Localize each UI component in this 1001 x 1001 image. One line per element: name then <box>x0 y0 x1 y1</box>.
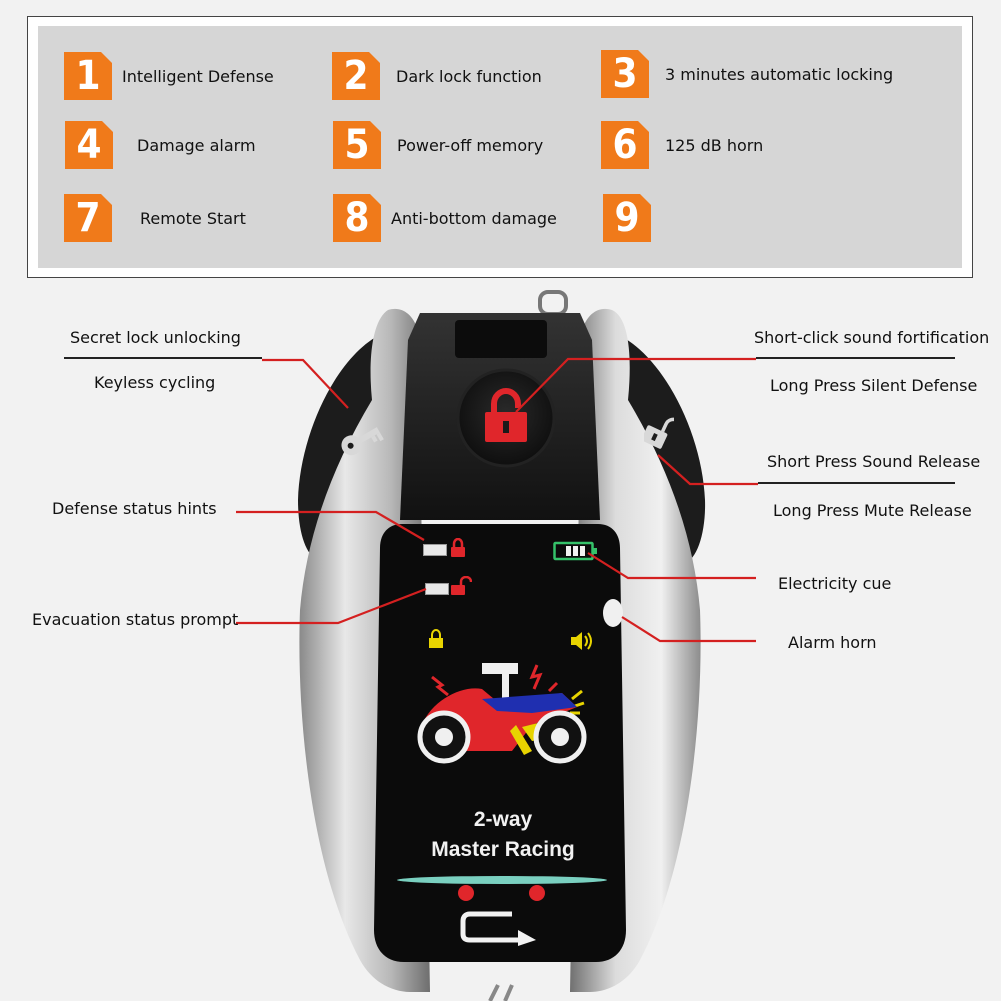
evacuation-status-indicator <box>425 583 449 595</box>
red-indicator-dot <box>529 885 545 901</box>
callout-keyless-cycling: Keyless cycling <box>94 373 216 392</box>
callout-divider <box>64 357 262 359</box>
feature-label: Remote Start <box>140 208 246 228</box>
feature-label: Anti-bottom damage <box>391 208 557 228</box>
callout-evacuation-status-prompt: Evacuation status prompt <box>32 610 239 629</box>
feature-number-badge: 6 <box>601 121 649 169</box>
speaker-icon <box>571 632 592 650</box>
feature-panel-background <box>38 26 962 268</box>
feature-item: 6 125 dB horn <box>601 121 763 169</box>
feature-label: 125 dB horn <box>665 135 764 155</box>
screen-title-line2: Master Racing <box>431 838 575 861</box>
defense-status-indicator <box>423 544 447 556</box>
small-lock-icon <box>429 629 443 648</box>
feature-item: 3 3 minutes automatic locking <box>601 50 893 98</box>
motorcycle-icon <box>417 663 587 764</box>
unlocked-status-icon <box>451 576 472 595</box>
red-indicator-dot <box>458 885 474 901</box>
callout-short-press-sound-release: Short Press Sound Release <box>767 452 981 471</box>
callout-long-press-mute-release: Long Press Mute Release <box>773 501 972 520</box>
key-ring <box>538 290 568 316</box>
callout-short-click-fortification: Short-click sound fortification <box>754 328 990 347</box>
key-chain <box>488 984 514 1001</box>
callout-secret-lock-unlocking: Secret lock unlocking <box>70 328 241 347</box>
unlock-icon <box>644 417 674 449</box>
feature-number-badge: 8 <box>333 194 381 242</box>
feature-item: 1 Intelligent Defense <box>64 52 274 100</box>
screen-title-line1: 2-way <box>473 808 533 831</box>
feature-label: Dark lock function <box>396 66 542 86</box>
callout-long-press-silent-defense: Long Press Silent Defense <box>770 376 978 395</box>
start-arrow-icon[interactable] <box>460 908 542 946</box>
feature-item: 5 Power-off memory <box>333 121 543 169</box>
feature-label: 3 minutes automatic locking <box>665 64 894 84</box>
alarm-horn-speaker <box>603 599 623 627</box>
lock-icon <box>485 388 527 442</box>
feature-item: 2 Dark lock function <box>332 52 542 100</box>
feature-label: Power-off memory <box>397 135 544 155</box>
feature-number-badge: 5 <box>333 121 381 169</box>
feature-number-badge: 7 <box>64 194 112 242</box>
top-notch <box>455 320 547 358</box>
battery-icon <box>553 541 597 561</box>
callout-divider <box>758 482 955 484</box>
feature-number-badge: 3 <box>601 50 649 98</box>
callout-alarm-horn: Alarm horn <box>788 633 877 652</box>
screen-accent-bar <box>397 876 607 884</box>
feature-item: 7 Remote Start <box>64 194 246 242</box>
locked-status-icon <box>451 538 465 557</box>
key-icon <box>341 427 384 456</box>
feature-number-badge: 2 <box>332 52 380 100</box>
callout-divider <box>756 357 955 359</box>
feature-item: 8 Anti-bottom damage <box>333 194 557 242</box>
callout-defense-status-hints: Defense status hints <box>52 499 217 518</box>
feature-label: Damage alarm <box>137 135 256 155</box>
feature-number-badge: 9 <box>603 194 651 242</box>
feature-number-badge: 1 <box>64 52 112 100</box>
feature-item: 4 Damage alarm <box>65 121 256 169</box>
feature-label: Intelligent Defense <box>122 66 274 86</box>
feature-number-badge: 4 <box>65 121 113 169</box>
callout-electricity-cue: Electricity cue <box>778 574 892 593</box>
feature-panel <box>27 16 973 278</box>
feature-item: 9 <box>603 194 667 242</box>
